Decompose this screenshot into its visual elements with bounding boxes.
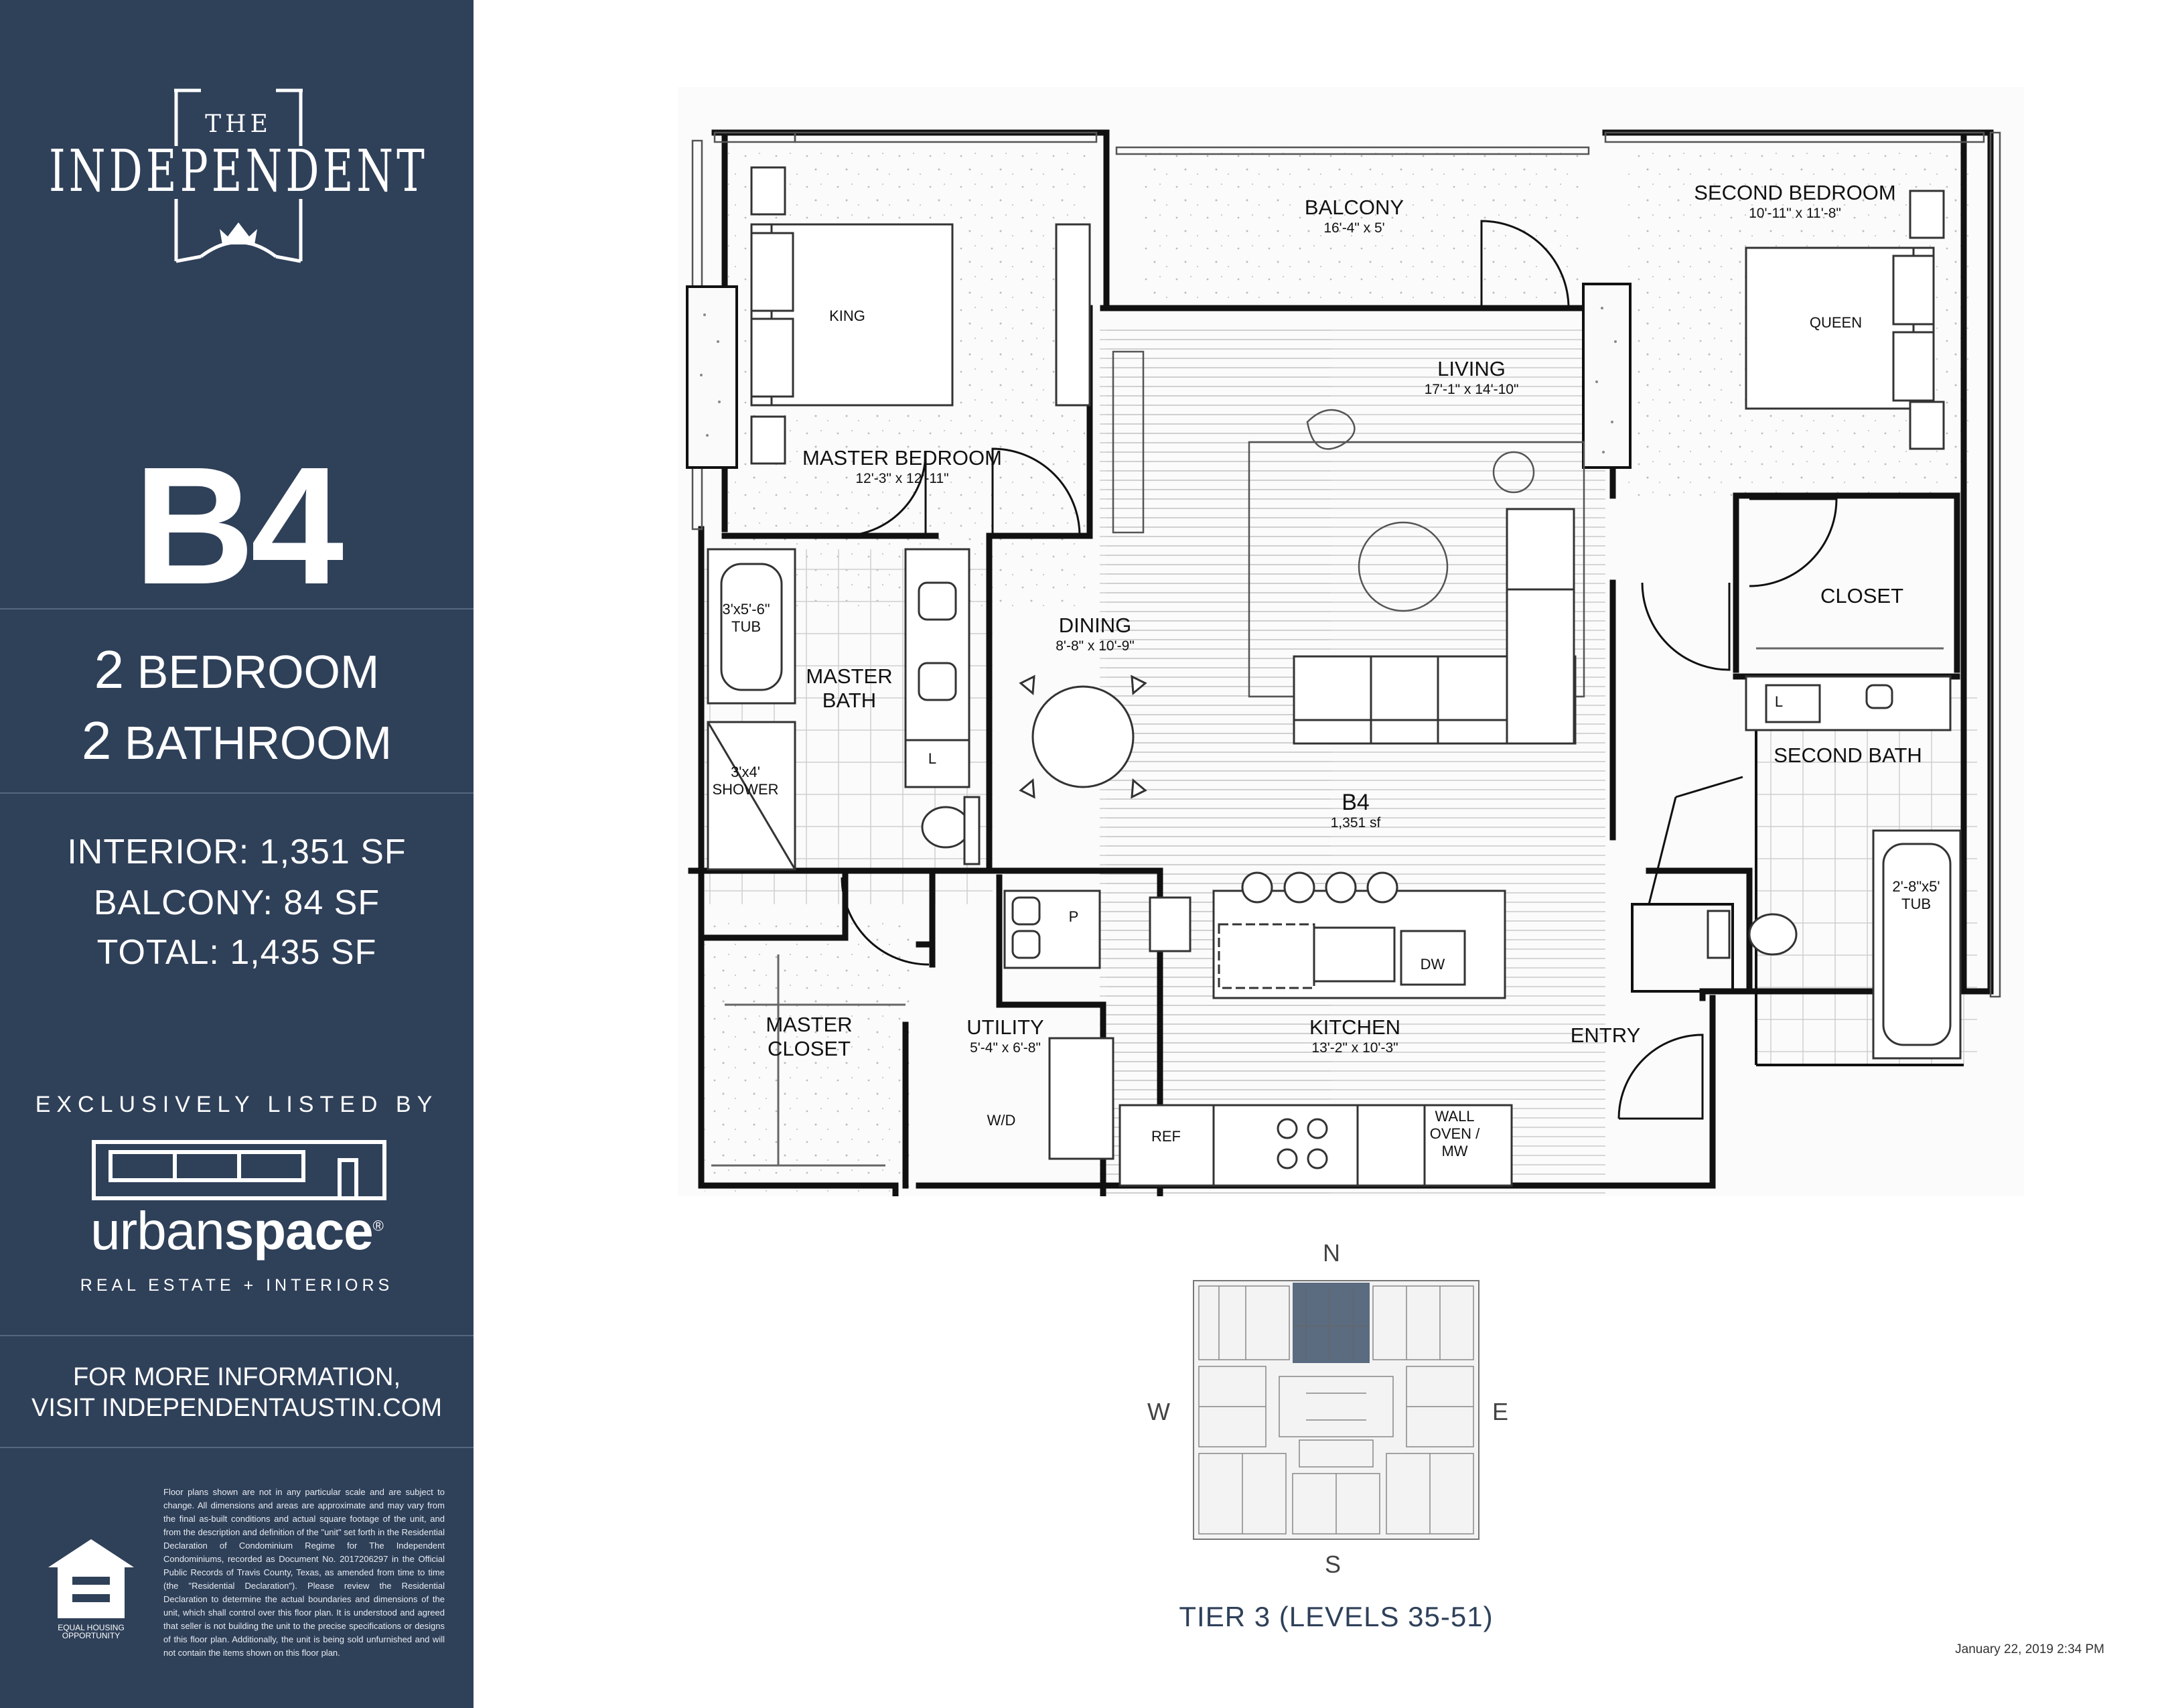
listed-by-label: EXCLUSIVELY LISTED BY bbox=[35, 1092, 439, 1117]
floor-plan-drawing bbox=[686, 129, 2001, 1196]
urbanspace-logo-mark bbox=[92, 1140, 386, 1200]
brand-light: urban bbox=[90, 1201, 225, 1261]
room-master-bath: MASTER BATH bbox=[806, 664, 892, 713]
info-sidebar: THE INDEPENDENT B4 2 BEDROOM 2 BATHROOM … bbox=[0, 0, 474, 1708]
room-dim: 10'-11" x 11'-8" bbox=[1749, 206, 1841, 221]
website-link[interactable]: VISIT INDEPENDENTAUSTIN.COM bbox=[31, 1394, 442, 1422]
crown-icon bbox=[220, 222, 257, 244]
bedroom-number: 2 bbox=[94, 640, 125, 699]
the-independent-logo: THE INDEPENDENT bbox=[49, 88, 428, 263]
second-tub-label: 2'-8"x5' TUB bbox=[1892, 878, 1940, 912]
wall-oven-label: WALL OVEN / MW bbox=[1429, 1108, 1480, 1159]
room-balcony: BALCONY 16'-4" x 5' bbox=[1305, 196, 1404, 237]
divider bbox=[0, 792, 474, 794]
north-label: N bbox=[1323, 1239, 1340, 1267]
room-kitchen: KITCHEN 13'-2" x 10'-3" bbox=[1309, 1015, 1400, 1057]
room-dim: 13'-2" x 10'-3" bbox=[1311, 1040, 1398, 1056]
level-floor-plate bbox=[1193, 1280, 1479, 1540]
room-dim: 17'-1" x 14'-10" bbox=[1424, 382, 1519, 397]
eho-line-2: OPPORTUNITY bbox=[62, 1631, 121, 1640]
room-name: DINING bbox=[1058, 614, 1132, 637]
room-name: ENTRY bbox=[1570, 1023, 1641, 1047]
building-key-plan: N S W E bbox=[1139, 1239, 1508, 1594]
king-bed-label: KING bbox=[829, 307, 865, 324]
south-label: S bbox=[1325, 1551, 1342, 1578]
room-dim: 16'-4" x 5' bbox=[1323, 220, 1385, 236]
bathroom-number: 2 bbox=[81, 711, 112, 770]
room-second-bedroom: SECOND BEDROOM 10'-11" x 11'-8" bbox=[1694, 181, 1895, 222]
pantry-label: P bbox=[1068, 908, 1079, 925]
svg-text:INDEPENDENT: INDEPENDENT bbox=[49, 138, 428, 205]
equal-housing-icon bbox=[48, 1539, 134, 1618]
master-linen-label: L bbox=[928, 750, 937, 767]
floor-plan: BALCONY 16'-4" x 5' SECOND BEDROOM 10'-1… bbox=[678, 87, 2024, 1196]
room-utility: UTILITY 5'-4" x 6'-8" bbox=[966, 1015, 1043, 1057]
room-name: B4 bbox=[1342, 790, 1370, 815]
room-entry: ENTRY bbox=[1571, 1023, 1641, 1048]
room-name: CLOSET bbox=[767, 1037, 851, 1060]
room-name: LIVING bbox=[1437, 357, 1506, 380]
balcony-area: BALCONY: 84 SF bbox=[93, 883, 380, 922]
bedroom-count: 2 BEDROOM bbox=[0, 643, 474, 697]
room-name: KITCHEN bbox=[1309, 1015, 1401, 1039]
room-dim: 5'-4" x 6'-8" bbox=[970, 1040, 1041, 1056]
room-name: CLOSET bbox=[1820, 584, 1904, 608]
svg-text:THE: THE bbox=[205, 111, 272, 138]
room-second-bath: SECOND BATH bbox=[1774, 743, 1922, 768]
bathroom-count: 2 BATHROOM bbox=[0, 714, 474, 768]
shower-label: 3'x4' SHOWER bbox=[712, 764, 779, 798]
west-label: W bbox=[1147, 1398, 1170, 1425]
master-closet-carpet bbox=[705, 918, 912, 1196]
room-dim: 8'-8" x 10'-9" bbox=[1056, 638, 1135, 654]
room-living: LIVING 17'-1" x 14'-10" bbox=[1425, 357, 1519, 399]
divider bbox=[0, 1447, 474, 1448]
room-name: SECOND BATH bbox=[1774, 743, 1922, 767]
tier-label: TIER 3 (LEVELS 35-51) bbox=[1179, 1601, 1494, 1632]
interior-area: INTERIOR: 1,351 SF bbox=[67, 833, 407, 871]
refrigerator-label: REF bbox=[1151, 1128, 1181, 1145]
brand-tagline: REAL ESTATE + INTERIORS bbox=[80, 1276, 394, 1295]
timestamp: January 22, 2019 2:34 PM bbox=[1955, 1642, 2104, 1656]
room-master-bedroom: MASTER BEDROOM 12'-3" x 12'-11" bbox=[802, 446, 1002, 488]
room-dim: 1,351 sf bbox=[1330, 815, 1381, 831]
room-name: MASTER bbox=[766, 1013, 853, 1036]
room-closet: CLOSET bbox=[1820, 584, 1903, 608]
balcony-surface bbox=[1140, 151, 1582, 305]
room-name: MASTER BEDROOM bbox=[802, 446, 1002, 470]
equal-housing-label: EQUAL HOUSING OPPORTUNITY bbox=[38, 1624, 145, 1640]
unit-b4-highlight bbox=[1293, 1283, 1370, 1363]
divider bbox=[0, 1335, 474, 1336]
room-name: UTILITY bbox=[966, 1015, 1044, 1039]
room-name: SECOND BEDROOM bbox=[1694, 181, 1896, 204]
room-dim: 12'-3" x 12'-11" bbox=[855, 471, 949, 486]
queen-bed-label: QUEEN bbox=[1809, 314, 1863, 331]
eho-line-1: EQUAL HOUSING bbox=[58, 1623, 125, 1632]
brand-bold: space bbox=[224, 1201, 374, 1261]
room-master-closet: MASTER CLOSET bbox=[766, 1013, 852, 1061]
bedroom-label: BEDROOM bbox=[137, 646, 380, 698]
registered-mark: ® bbox=[372, 1217, 384, 1234]
legal-disclaimer: Floor plans shown are not in any particu… bbox=[163, 1487, 445, 1658]
bathroom-label: BATHROOM bbox=[124, 717, 392, 769]
east-label: E bbox=[1492, 1398, 1509, 1425]
urbanspace-wordmark: urbanspace® bbox=[0, 1204, 474, 1258]
dishwasher-label: DW bbox=[1420, 956, 1445, 973]
room-dining: DINING 8'-8" x 10'-9" bbox=[1056, 614, 1134, 655]
room-unit-b4: B4 1,351 sf bbox=[1331, 790, 1381, 832]
unit-code: B4 bbox=[133, 432, 344, 619]
room-name: MASTER bbox=[806, 664, 893, 688]
washer-dryer-label: W/D bbox=[987, 1112, 1016, 1129]
divider bbox=[0, 608, 474, 610]
info-line-1: FOR MORE INFORMATION, bbox=[72, 1363, 401, 1391]
second-linen-label: L bbox=[1774, 693, 1784, 710]
master-tub-label: 3'x5'-6" TUB bbox=[722, 601, 770, 635]
room-name: BALCONY bbox=[1304, 196, 1404, 219]
total-area: TOTAL: 1,435 SF bbox=[96, 933, 377, 972]
room-name: BATH bbox=[822, 689, 877, 712]
